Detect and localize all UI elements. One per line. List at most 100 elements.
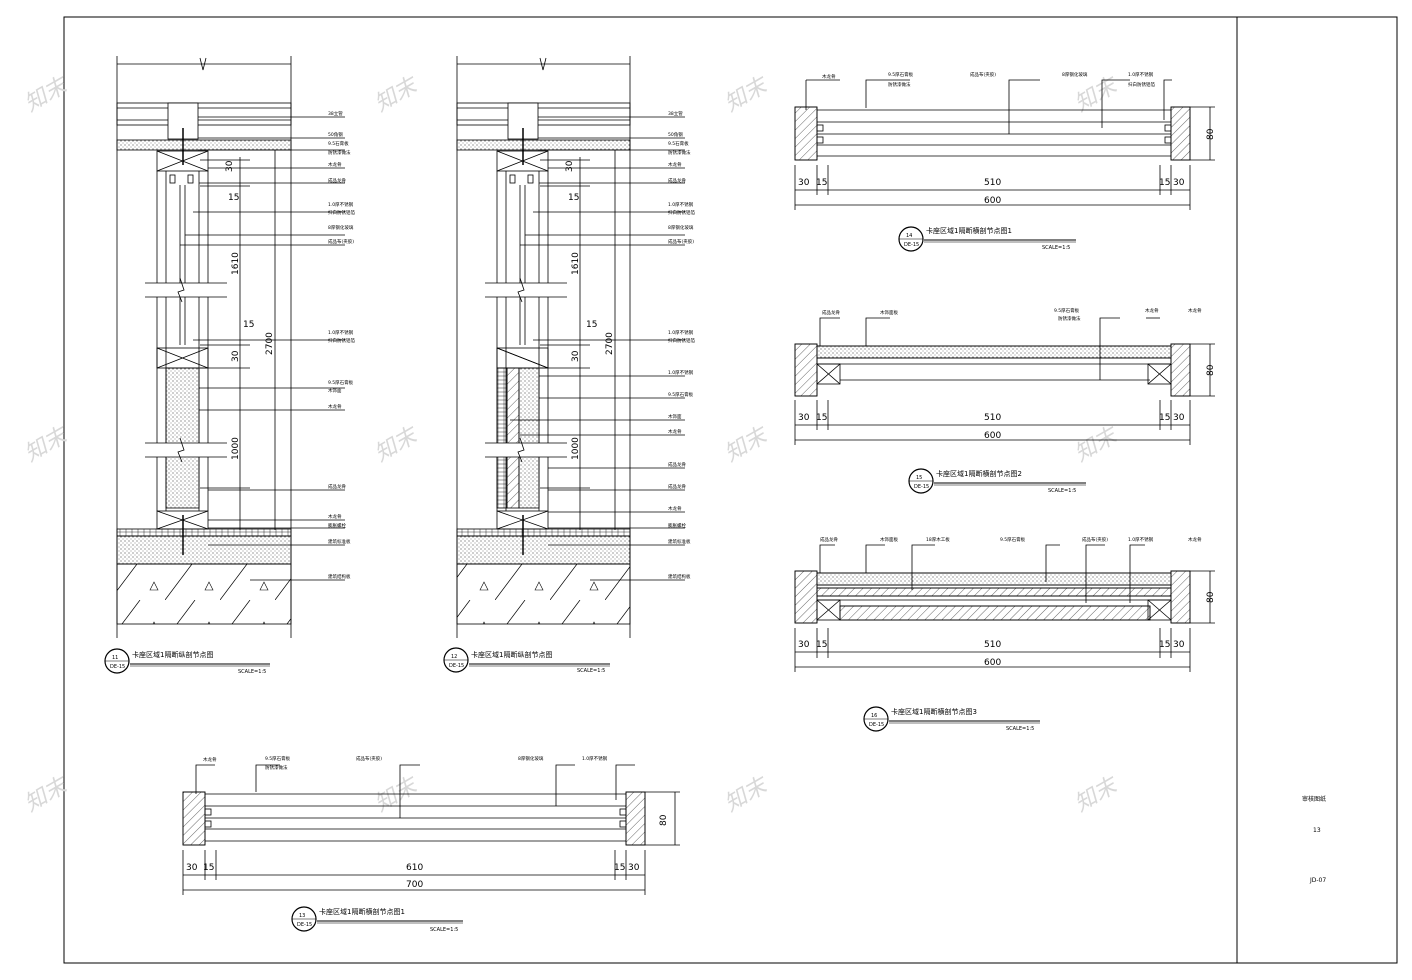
detail-15-text: 成品龙骨 木饰面板 9.5厚石膏板 防锈漆做法 木龙骨 木龙骨 80 30 15…: [798, 307, 1216, 441]
detail-13-plan: [182, 764, 680, 895]
detail-number: 14: [906, 233, 912, 239]
dimension-label: 510: [984, 178, 1001, 188]
dimension-label: 510: [984, 640, 1001, 650]
dimension-label: 2700: [265, 332, 275, 355]
material-label: 成品布(夹胶): [1082, 536, 1108, 543]
drawing-number: 13: [1313, 827, 1321, 834]
dimension-label: 600: [984, 658, 1001, 668]
dimension-label: 15: [203, 863, 214, 873]
material-label: 38立管: [668, 110, 683, 117]
dimension-label: 15: [568, 193, 579, 203]
material-label: 木龙骨: [203, 756, 217, 763]
dimension-label: 1000: [231, 437, 241, 460]
dimension-label: 80: [1206, 128, 1216, 140]
material-label: 1.0厚不锈钢: [668, 329, 694, 336]
material-label: 成品龙骨: [328, 177, 346, 184]
material-label: 扫白防锈铝箔: [328, 337, 355, 344]
detail-ref: DE-15: [110, 664, 125, 670]
material-label: 防锈漆做法: [668, 149, 691, 156]
watermark: 知末: [21, 772, 74, 817]
dimension-label: 15: [614, 863, 625, 873]
material-label: 木龙骨: [328, 161, 342, 168]
detail-12-title: 12 DE-15 卡座区域1隔断纵剖节点图 SCALE=1:5: [443, 647, 610, 674]
dimension-label: 30: [186, 863, 198, 873]
watermark: 知末: [371, 422, 424, 467]
dimension-label: 30: [565, 160, 575, 172]
detail-13-text: 木龙骨 9.5厚石膏板 防锈漆做法 成品布(夹胶) 8厚钢化玻璃 1.0厚不锈钢…: [186, 755, 669, 890]
material-label: 扫白防锈铝箔: [668, 209, 695, 216]
dimension-label: 30: [571, 350, 581, 362]
detail-scale: SCALE=1:5: [1048, 488, 1076, 494]
material-label: 木龙骨: [1188, 536, 1202, 543]
dimension-label: 15: [1159, 640, 1170, 650]
detail-15-plan: [794, 317, 1215, 445]
dimension-label: 15: [228, 193, 239, 203]
dimension-label: 30: [225, 160, 235, 172]
detail-scale: SCALE=1:5: [577, 668, 605, 674]
detail-title: 卡座区域1隔断横剖节点图3: [891, 707, 977, 716]
dimension-label: 15: [586, 320, 597, 330]
title-block-label: 审核图纸: [1302, 795, 1326, 803]
dimension-label: 1000: [571, 437, 581, 460]
dimension-label: 30: [798, 640, 810, 650]
material-label: 8厚钢化玻璃: [1062, 71, 1088, 78]
material-label: 膨胀螺栓: [328, 522, 346, 529]
detail-number: 11: [112, 655, 118, 661]
dimension-label: 15: [1159, 413, 1170, 423]
dimension-label: 15: [1159, 178, 1170, 188]
detail-ref: DE-15: [914, 484, 929, 490]
dimension-label: 30: [231, 350, 241, 362]
detail-title: 卡座区域1隔断横剖节点图1: [319, 907, 405, 916]
material-label: 9.5石膏板: [328, 140, 349, 147]
watermark: 知末: [721, 72, 774, 117]
detail-title: 卡座区域1隔断纵剖节点图: [132, 650, 213, 659]
material-label: 1.0厚不锈钢: [1128, 71, 1154, 78]
dimension-label: 30: [798, 413, 810, 423]
detail-15-title: 15 DE-15 卡座区域1隔断横剖节点图2 SCALE=1:5: [908, 468, 1086, 494]
detail-title: 卡座区域1隔断横剖节点图2: [936, 469, 1022, 478]
watermark: 知末: [1071, 72, 1124, 117]
dimension-label: 1610: [231, 252, 241, 275]
material-label: 建筑结构板: [328, 573, 351, 580]
dimension-label: 30: [1173, 640, 1185, 650]
material-label: 1.0厚不锈钢: [1128, 536, 1154, 543]
material-label: 成品龙骨: [668, 461, 686, 468]
material-label: 木饰面板: [880, 309, 898, 316]
material-label: 1.0厚不锈钢: [668, 369, 694, 376]
material-label: 木饰面: [328, 387, 342, 394]
dimension-label: 2700: [605, 332, 615, 355]
material-label: 成品龙骨: [668, 483, 686, 490]
dimension-label: 80: [1206, 591, 1216, 603]
sheet-number: JD-07: [1309, 877, 1326, 884]
detail-number: 16: [871, 713, 877, 719]
detail-ref: DE-15: [297, 922, 312, 928]
detail-14-title: 14 DE-15 卡座区域1隔断横剖节点图1 SCALE=1:5: [898, 226, 1076, 252]
dimension-label: 15: [243, 320, 254, 330]
detail-ref: DE-15: [449, 663, 464, 669]
material-label: 木龙骨: [1188, 307, 1202, 314]
material-label: 8厚钢化玻璃: [518, 755, 544, 762]
outer-border: [63, 16, 1398, 964]
material-label: 建筑标准板: [328, 538, 351, 545]
material-label: 木龙骨: [1145, 307, 1159, 314]
detail-11-dim-text: 30 15 1610 15 30 2700 1000: [225, 160, 275, 460]
dimension-label: 700: [406, 880, 423, 890]
detail-16-title: 16 DE-15 卡座区域1隔断横剖节点图3 SCALE=1:5: [863, 706, 1040, 732]
material-label: 成品龙骨: [668, 177, 686, 184]
dimension-label: 600: [984, 431, 1001, 441]
material-label: 扫白防锈铝箔: [328, 209, 355, 216]
dimension-label: 15: [816, 413, 827, 423]
dimension-label: 510: [984, 413, 1001, 423]
material-label: 木龙骨: [668, 161, 682, 168]
material-label: 1.0厚不锈钢: [582, 755, 608, 762]
material-label: 50角钢: [668, 131, 683, 138]
material-label: 50角钢: [328, 131, 343, 138]
material-label: 8厚钢化玻璃: [328, 224, 354, 231]
detail-ref: DE-15: [904, 242, 919, 248]
material-label: 木龙骨: [668, 505, 682, 512]
material-label: 木饰面: [668, 413, 682, 420]
detail-scale: SCALE=1:5: [1006, 726, 1034, 732]
material-label: 成品布(夹胶): [668, 238, 694, 245]
material-label: 防锈漆做法: [1058, 315, 1081, 322]
detail-11-labels: 38立管 50角钢 9.5石膏板 防锈漆做法 木龙骨 成品龙骨 1.0厚不锈钢 …: [328, 110, 355, 580]
